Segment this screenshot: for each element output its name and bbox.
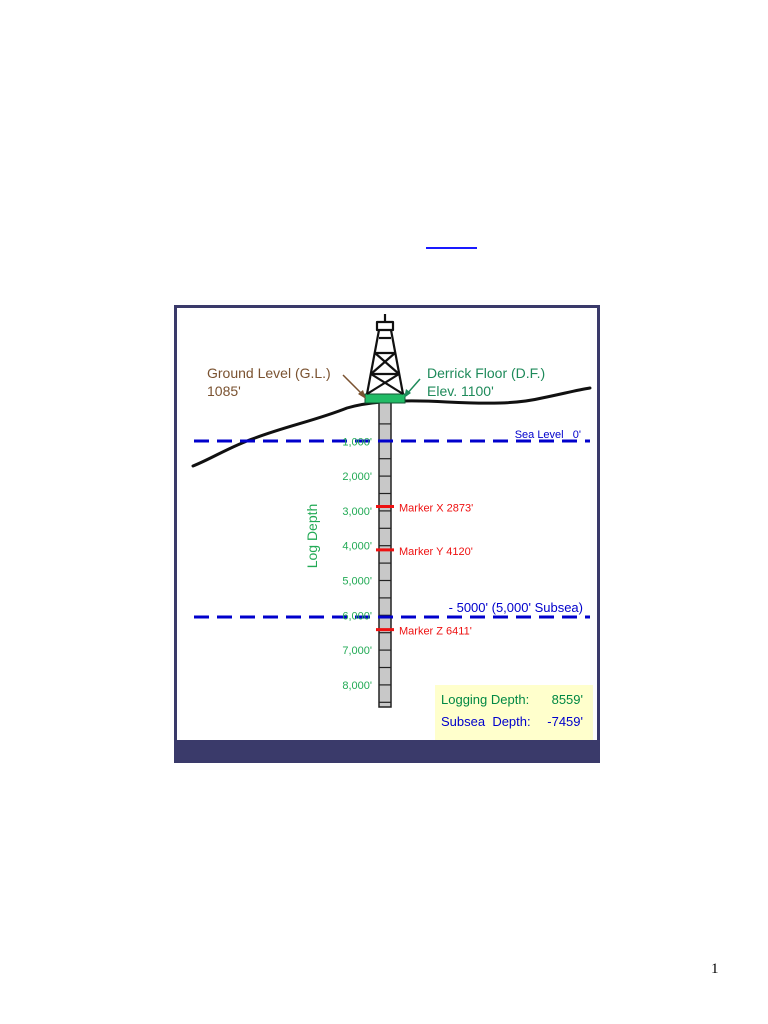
depth-tick-label: 3,000' (342, 506, 372, 518)
well-depth-diagram: Marker X 2873' Marker Y 4120' Marker Z 641… (191, 314, 593, 740)
derrick-floor-arrowhead (404, 389, 411, 398)
log-depth-axis-label: Log Depth (304, 504, 320, 569)
link-underline[interactable] (426, 247, 477, 249)
logging-depth-value: 8559' (552, 692, 583, 707)
info-box (435, 685, 593, 740)
figure-footer-bar (177, 740, 597, 760)
derrick-floor (364, 393, 406, 404)
depth-tick-label: 2,000' (342, 471, 372, 483)
well-depth-figure: Marker X 2873' Marker Y 4120' Marker Z 641… (174, 305, 600, 763)
depth-tick-label: 7,000' (342, 645, 372, 657)
marker-label: Marker X 2873' (399, 502, 473, 514)
derrick-tower-icon (365, 314, 405, 395)
derrick-floor-elevation: Elev. 1100' (427, 383, 494, 399)
ground-level-elevation: 1085' (207, 383, 241, 399)
depth-tick-label: 1,000' (342, 436, 372, 448)
depth-tick-label: 5,000' (342, 576, 372, 588)
ground-level-label: Ground Level (G.L.) (207, 365, 331, 381)
well-casing (378, 401, 392, 708)
subsea-depth-label: Subsea Depth: (441, 714, 531, 729)
page-number: 1 (711, 961, 719, 977)
subsea-label: - 5000' (5,000' Subsea) (449, 600, 583, 615)
subsea-depth-value: -7459' (547, 714, 583, 729)
ground-level-arrowhead (358, 390, 366, 399)
depth-tick-label: 8,000' (342, 680, 372, 692)
sea-level-label: Sea Level 0' (515, 429, 581, 441)
derrick-floor-label: Derrick Floor (D.F.) (427, 365, 545, 381)
marker-label: Marker Y 4120' (399, 546, 473, 558)
marker-label: Marker Z 6411' (399, 626, 472, 638)
logging-depth-label: Logging Depth: (441, 692, 529, 707)
depth-tick-label: 6,000' (342, 610, 372, 622)
depth-tick-label: 4,000' (342, 541, 372, 553)
